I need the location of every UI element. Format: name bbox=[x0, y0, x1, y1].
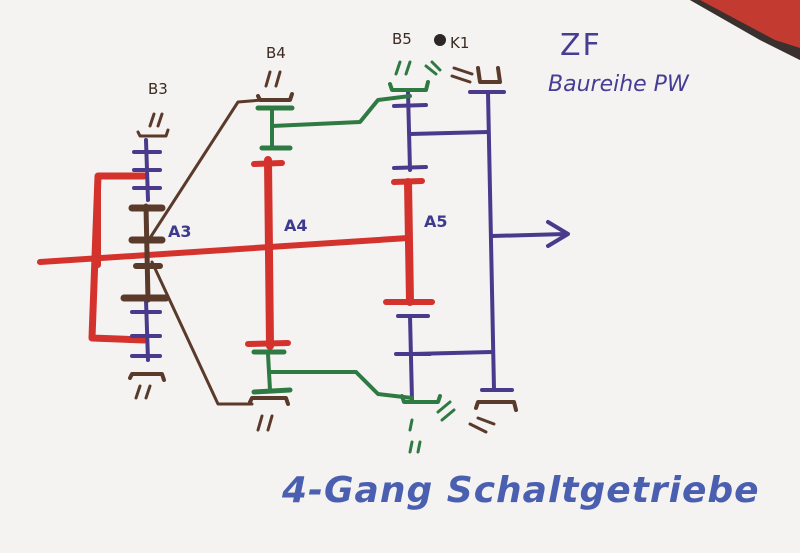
brake-label-b3: B3 bbox=[148, 80, 168, 98]
clutch-label-k1: K1 bbox=[450, 34, 470, 52]
brake-label-b4: B4 bbox=[266, 44, 286, 62]
planet-label-a3: A3 bbox=[168, 222, 192, 241]
series-label: Baureihe PW bbox=[548, 72, 689, 97]
carrier-brown bbox=[120, 66, 518, 434]
brake-label-b5: B5 bbox=[392, 30, 412, 48]
maker-label: ZF bbox=[560, 28, 602, 63]
input-shaft-red bbox=[37, 156, 435, 350]
output-carrier-purple bbox=[130, 90, 570, 402]
red-object bbox=[700, 0, 800, 48]
planet-label-a4: A4 bbox=[284, 216, 308, 235]
tick-marks-green bbox=[408, 440, 422, 454]
diagram-caption: 4-Gang Schaltgetriebe bbox=[282, 470, 760, 511]
planet-label-a5: A5 bbox=[424, 212, 448, 231]
junction-dot bbox=[434, 34, 446, 46]
ring-link-green bbox=[251, 60, 456, 432]
